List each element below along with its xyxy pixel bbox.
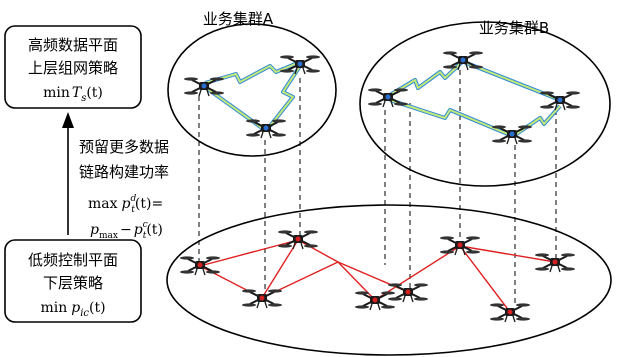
drone-icon [245,118,287,139]
cluster-a-label: 业务集群A [203,10,274,28]
drone-icon [491,124,533,145]
drone-icon [439,235,481,256]
upper-strategy-box [4,25,142,109]
drone-icon [367,87,409,108]
lower-strategy-box [4,239,142,323]
middle-text-line2: 链路构建功率 [79,163,169,181]
drone-icon [442,50,484,71]
cluster-b-links [388,60,562,137]
drone-icon [277,229,319,250]
projection-lines [198,70,557,305]
drone-icon [387,282,429,303]
lower-box-line1: 低频控制平面 [28,251,118,269]
cluster-b-ellipse [359,21,611,187]
lower-box-line2: 下层策略 [43,274,103,292]
middle-text-line1: 预留更多数据 [79,138,169,156]
drone-icon [489,302,531,323]
drone-icon [179,255,221,276]
upper-box-line1: 高频数据平面 [28,36,118,54]
control-plane-ellipse [166,204,612,356]
drone-icon [279,54,321,75]
upper-box-line2: 上层组网策略 [28,59,118,77]
cluster-b-label: 业务集群B [479,19,549,37]
cluster-a-ellipse [167,23,337,157]
arrow-head-icon [62,112,74,128]
drone-icon [539,90,581,111]
drone-icon [534,252,576,273]
drone-icon [183,76,225,97]
drone-icon [354,290,396,311]
drone-icon [241,288,283,309]
